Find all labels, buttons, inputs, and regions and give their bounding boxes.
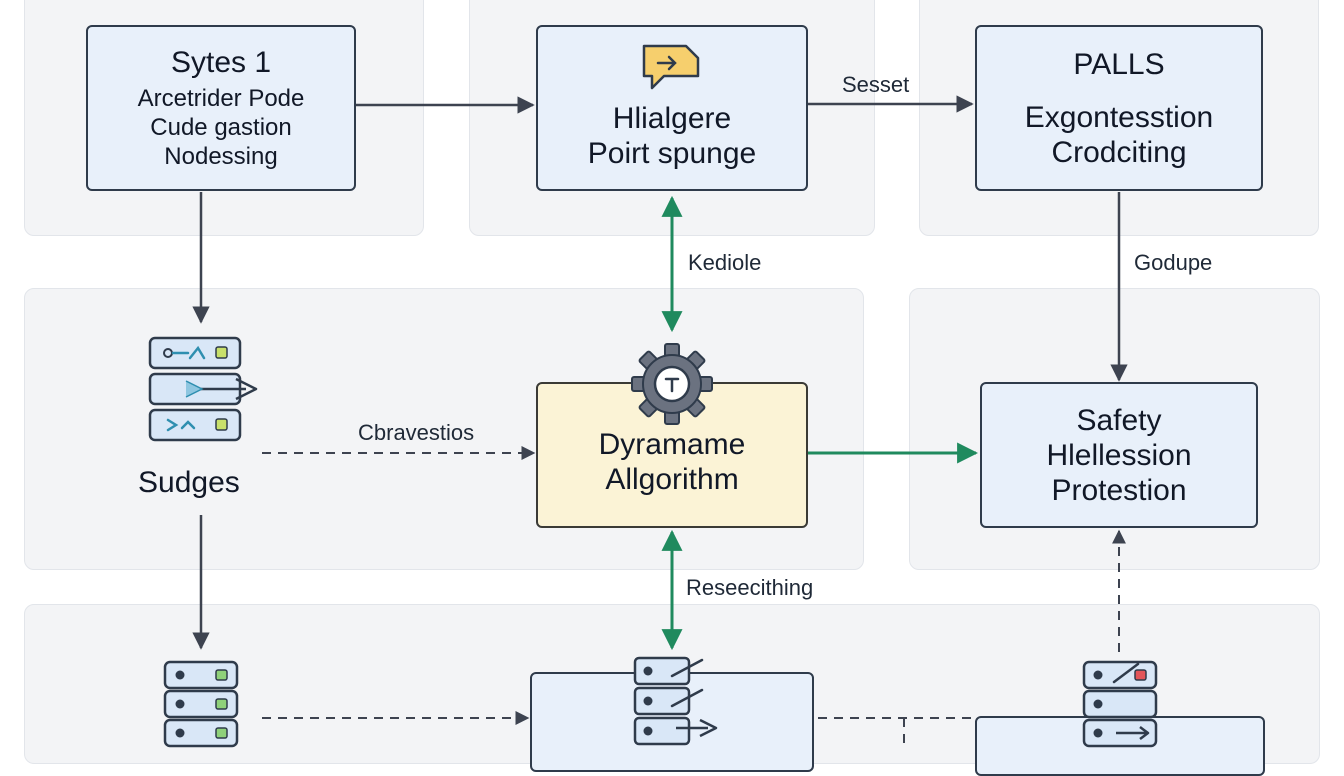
node-dynamic-line-1: Dyramame	[598, 428, 746, 461]
node-systems-line-2: Cude gastion	[150, 114, 292, 141]
node-systems-line-1: Arcetrider Pode	[137, 85, 305, 112]
node-safety: Safety Hlellession Protestion	[980, 382, 1258, 528]
gear-icon	[631, 343, 713, 425]
node-point-line-1: Hlialgere	[612, 102, 732, 135]
edge-label-reseecithing: Reseecithing	[686, 575, 814, 600]
node-systems: Sytes 1 Arcetrider Pode Cude gastion Nod…	[86, 25, 356, 191]
database-icon	[163, 660, 239, 748]
node-dynamic-line-2: Allgorithm	[605, 463, 739, 496]
server-stack-icon	[1082, 660, 1158, 748]
node-palls-title: PALLS	[1073, 47, 1165, 81]
node-safety-line-2: Hlellession	[1046, 438, 1192, 472]
edge-label-sesset: Sesset	[842, 72, 910, 97]
server-stack-icon	[148, 336, 258, 442]
node-palls-line-2: Crodciting	[1051, 135, 1187, 169]
node-systems-title: Sytes 1	[170, 46, 272, 79]
node-palls-line-1: Exgontesstion	[1024, 100, 1214, 134]
edge-label-kediole: Kediole	[688, 250, 762, 275]
edge-label-godupe: Godupe	[1134, 250, 1213, 275]
sudges-label: Sudges	[138, 466, 240, 499]
server-stack-icon	[633, 656, 718, 746]
node-point-line-2: Poirt spunge	[587, 137, 757, 170]
connectors	[192, 95, 1128, 750]
node-safety-line-1: Safety	[1076, 403, 1162, 437]
edge-label-cbravestios: Cbravestios	[358, 420, 475, 445]
node-safety-line-3: Protestion	[1051, 473, 1187, 507]
node-palls: PALLS Exgontesstion Crodciting	[975, 25, 1263, 191]
node-systems-line-3: Nodessing	[164, 143, 278, 170]
diagram-canvas: Sytes 1 Arcetrider Pode Cude gastion Nod…	[24, 0, 1320, 776]
chat-bubble-icon	[642, 44, 700, 90]
